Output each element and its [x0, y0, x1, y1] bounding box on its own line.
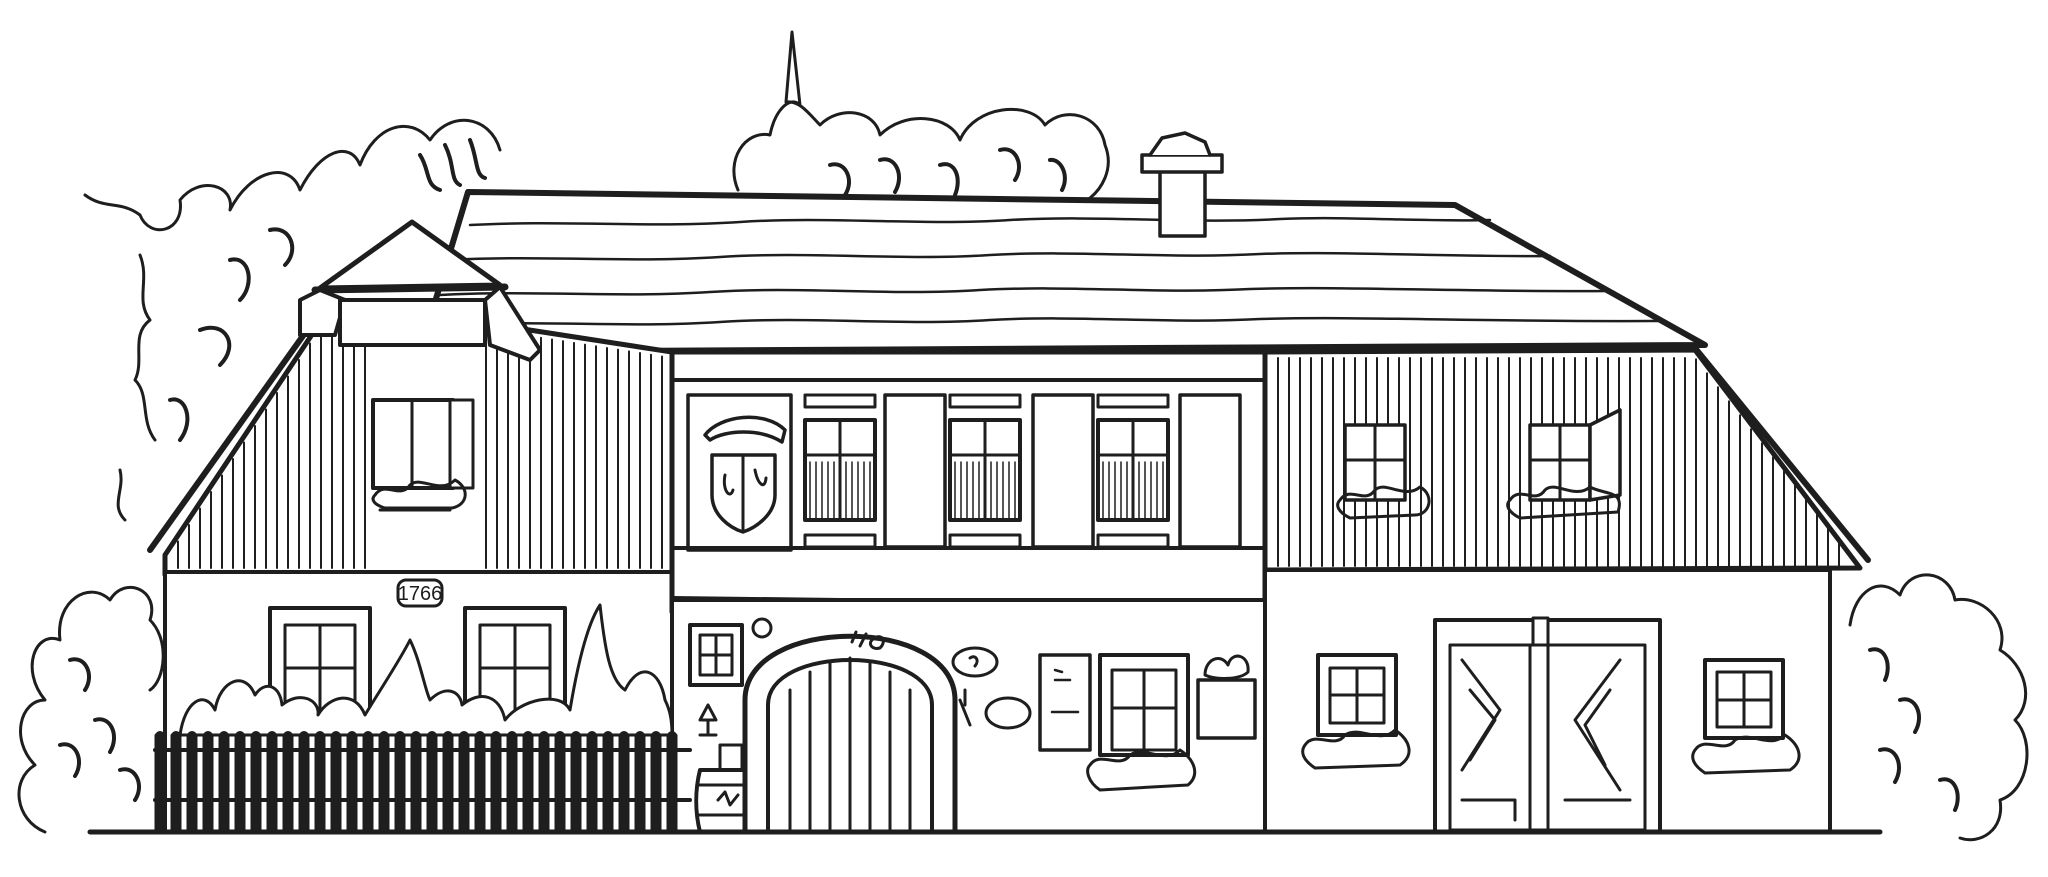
wall-lamp: [698, 617, 773, 737]
double-door[interactable]: [1433, 616, 1662, 834]
fence-picket: [298, 731, 310, 833]
sill-panel: [1096, 533, 1170, 549]
wall-panel: [1178, 393, 1242, 549]
fence-picket: [538, 731, 550, 833]
fence-picket: [266, 731, 278, 833]
fence-picket: [282, 731, 294, 833]
fence-picket: [458, 731, 470, 833]
background-trees-left: [83, 118, 502, 522]
sign-bracket: [1196, 654, 1257, 740]
fence-picket: [442, 731, 454, 833]
fence-picket: [314, 731, 326, 833]
bush-left: [17, 586, 165, 834]
fence-picket: [506, 731, 518, 833]
date-plaque-text: 1766: [398, 583, 443, 605]
fence-picket: [250, 731, 262, 833]
window-upper-left: [371, 398, 475, 490]
date-plaque: 1766: [396, 578, 444, 608]
fence-picket: [170, 731, 182, 833]
wall-panel: [883, 393, 947, 549]
fence-picket: [330, 731, 342, 833]
window-upper-right-1: [1336, 423, 1431, 520]
fence-picket: [218, 731, 230, 833]
fence-picket: [394, 731, 406, 833]
window-ground-center: [1086, 653, 1197, 792]
background-trees-center: [732, 30, 1110, 200]
fence-picket: [554, 731, 566, 833]
fence-picket: [570, 731, 582, 833]
small-window-center: [688, 623, 744, 687]
wood-cladding-left: [177, 306, 663, 569]
notice-board: [1038, 653, 1092, 752]
wood-cladding-right: [1277, 357, 1840, 567]
chimney: [1140, 131, 1224, 238]
fence-picket: [666, 731, 678, 833]
bush-right: [1848, 573, 2029, 842]
arched-gate[interactable]: [742, 630, 958, 835]
main-roof: [417, 189, 1708, 355]
fence-picket: [634, 731, 646, 833]
window-ground-right-2: [1691, 658, 1801, 775]
window-ground-right-1: [1301, 653, 1411, 770]
fence-picket: [490, 731, 502, 833]
picket-fence: [153, 731, 692, 833]
window-upper-right-2: [1506, 408, 1622, 520]
fence-picket: [378, 731, 390, 833]
sill-panel: [948, 533, 1022, 549]
fence-picket: [186, 731, 198, 833]
lintel-panel: [803, 393, 877, 409]
fence-picket: [154, 731, 166, 833]
fence-picket: [650, 731, 662, 833]
wall-panel: [1031, 393, 1095, 549]
fence-picket: [346, 731, 358, 833]
coat-of-arms: [686, 393, 793, 552]
fence-picket: [362, 731, 374, 833]
center-upper-windows: [803, 393, 1242, 549]
fence-picket: [234, 731, 246, 833]
fence-picket: [586, 731, 598, 833]
fence-picket: [202, 731, 214, 833]
fence-picket: [426, 731, 438, 833]
wall-sign-oval: [951, 646, 1032, 730]
lintel-panel: [1096, 393, 1170, 409]
lintel-panel: [948, 393, 1022, 409]
fence-picket: [474, 731, 486, 833]
fence-picket: [618, 731, 630, 833]
climbing-plants: [178, 603, 674, 737]
tower-roof: [298, 219, 542, 362]
fence-picket: [410, 731, 422, 833]
fence-picket: [522, 731, 534, 833]
window-ground-left-2: [463, 606, 567, 730]
sill-panel: [803, 533, 877, 549]
flower-box: [371, 478, 467, 512]
fence-picket: [602, 731, 614, 833]
